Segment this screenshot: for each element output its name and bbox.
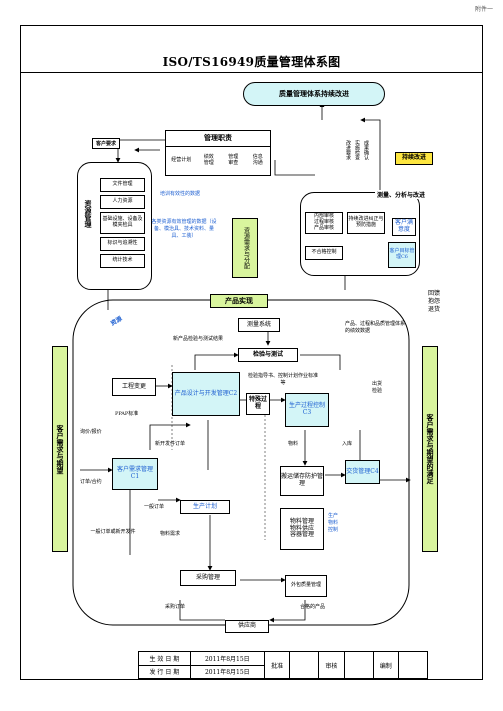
continuous-improvement-box: 质量管理体系持续改进: [243, 82, 385, 106]
engineering-change: 工程变更: [112, 378, 156, 396]
resource-item-docs: 文件管理: [100, 178, 145, 192]
return-item-return: 退货: [428, 305, 441, 313]
issue-date: 2011年8月15日: [189, 664, 265, 679]
customer-requirement: 客户需求管理C1: [112, 458, 158, 490]
prepare-label: 编制: [372, 651, 400, 679]
special-process: 特殊过程: [246, 393, 270, 415]
return-item-feedback: 回馈: [428, 290, 441, 297]
resource-note-training: 培训有效性的数据: [160, 191, 201, 197]
page-header-note: 附件一: [474, 6, 493, 13]
label-qualified-product: 合格的产品: [300, 604, 326, 610]
measurement-title: 测量、分析与改进: [375, 190, 428, 199]
feedback-vertical-3: 成果确认: [363, 140, 369, 160]
outsourced-quality: 外包质量管理: [285, 575, 327, 597]
effective-date-label: 生 效 日 期: [138, 651, 191, 666]
page-title: ISO/TS16949质量管理体系图: [162, 55, 341, 69]
label-new-product-result: 新产品检验与测试结果: [172, 336, 223, 342]
approve-label: 批准: [263, 651, 291, 679]
audit-product: 产品审核: [313, 224, 334, 231]
label-inspection-guidance: 检验指导书、控制计划作业标准等: [248, 373, 319, 386]
resource-item-infra: 基础设施、设备及模夹检具: [100, 212, 145, 234]
production-material-control: 生产物料控制: [328, 513, 339, 533]
delivery-management: 交货管理C4: [345, 460, 380, 484]
measurement-system: 测量系统: [238, 318, 280, 332]
mgmt-item-communication: 信息沟通: [252, 154, 263, 166]
continuous-improvement-badge: 持续改进: [395, 152, 433, 165]
label-in-storage: 入库: [342, 441, 353, 447]
label-material-need: 物料需求: [160, 531, 181, 537]
storage-protection: 搬运储存防护管理: [280, 466, 324, 496]
ppap-standard: PPAP标准: [115, 411, 139, 417]
container-management: 容器管理: [289, 531, 314, 539]
review-label: 审核: [318, 651, 345, 679]
returns-list: 回馈 抱怨 退货: [428, 290, 440, 313]
effective-date: 2011年8月15日: [189, 651, 265, 666]
customer-satisfaction-banner: 客户需求与期望的满足: [422, 346, 438, 552]
resource-item-traceability: 标识与追溯性: [100, 237, 145, 251]
customer-feedback-label: 客户要求: [92, 138, 121, 149]
management-responsibility-title: 管理职责: [165, 130, 271, 146]
label-general-new-order: 一般订单或新开发件: [90, 529, 136, 535]
resource-item-hr: 人力资源: [100, 195, 145, 209]
production-plan: 生产计划: [180, 500, 230, 514]
title-divider: [20, 72, 483, 73]
improvement-actions: 持续改进纠正与预防措施: [347, 212, 385, 234]
customer-satisfaction: 客户满意度: [392, 218, 416, 236]
feedback-vertical-2: 实施检查: [354, 140, 360, 160]
label-general-order: 一般订单: [144, 504, 165, 510]
mgmt-item-review: 管理审查: [228, 154, 239, 166]
inspection-testing: 检验与测试: [238, 348, 298, 362]
management-items: 经营计划 绩效管理 管理审查 信息沟通: [165, 146, 271, 176]
label-material: 物料: [288, 441, 299, 447]
resources-title: 资源管理: [84, 200, 93, 228]
resource-item-statistics: 统计技术: [100, 254, 145, 268]
nonconforming-control: 不合格控制: [305, 246, 343, 260]
mgmt-item-performance: 绩效管理: [203, 154, 214, 166]
mgmt-item-plan: 经营计划: [171, 157, 192, 164]
purchasing-management: 采购管理: [180, 570, 236, 586]
production-process-control: 生产过程控制C3: [285, 393, 329, 427]
resource-note-data: 各类资源有效管理的数据（设备、模治具、技术资料、量具、工装）: [151, 219, 217, 239]
label-purchase-order: 采购订单: [165, 604, 186, 610]
feedback-vertical-1: 改进要求: [345, 140, 351, 160]
resources-allocation-banner: 资源需求与分配: [232, 218, 258, 278]
label-inquiry: 询价/报价: [80, 429, 102, 435]
audit-internal: 内部审核: [313, 213, 334, 220]
design-development: 产品设计与开发管理C2: [172, 372, 240, 416]
document-frame: [20, 25, 483, 680]
material-supply: 物料供应: [289, 524, 314, 532]
label-new-dev-order: 新开发件订单: [155, 441, 186, 447]
return-item-complaint: 抱怨: [428, 297, 441, 305]
audit-process: 过程审核: [313, 219, 334, 226]
feedback-vertical-labels: 改进要求 实施检查 成果确认: [345, 140, 370, 160]
customer-target-management: 客户目标管理C6: [388, 242, 416, 268]
label-product-process: 产品、过程和品质管理体系的绩效数据: [345, 321, 406, 334]
approval-table: 生 效 日 期 2011年8月15日 批准 审核 编制 发 行 日 期 2011…: [138, 651, 428, 679]
supplier: 供应商: [225, 620, 269, 633]
material-management-box: 物料管理 物料供应 容器管理: [280, 508, 324, 550]
issue-date-label: 发 行 日 期: [138, 664, 191, 679]
audit-box: 内部审核 过程审核 产品审核: [305, 212, 343, 234]
customer-needs-banner: 客户需求与期望: [52, 346, 68, 552]
product-realization-title: 产品实现: [210, 294, 268, 308]
material-management: 物料管理: [289, 517, 314, 525]
label-delivery-check: 出货检验: [372, 381, 383, 394]
label-order: 订单/合约: [80, 479, 102, 485]
